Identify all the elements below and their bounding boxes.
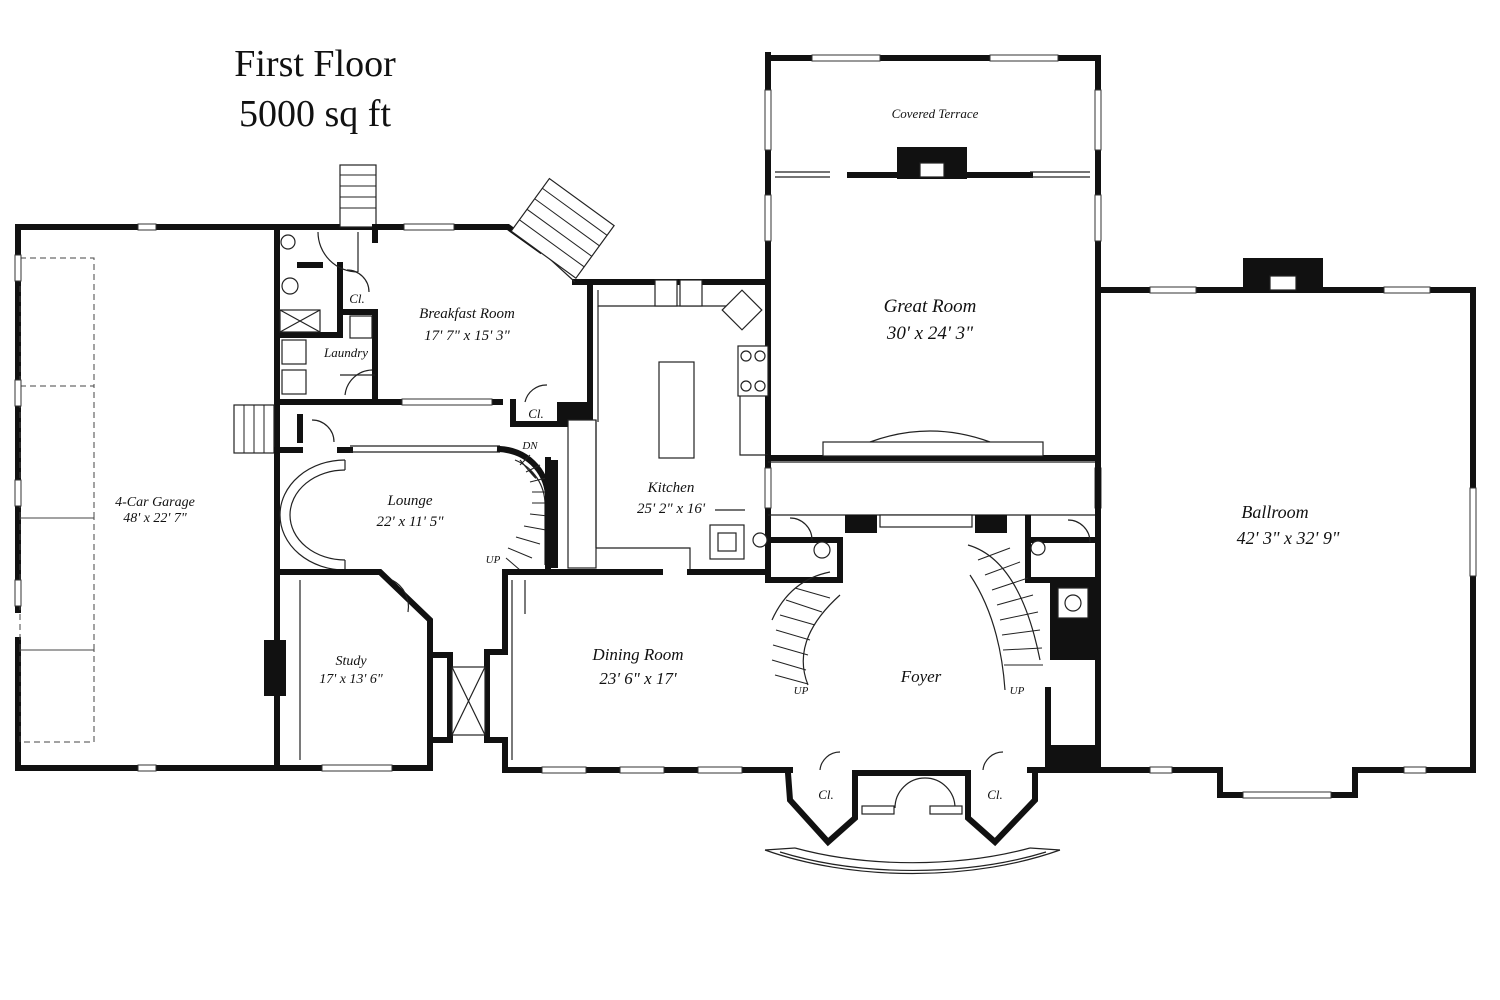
dining-name: Dining Room [591,645,683,664]
study-size: 17' x 13' 6" [319,672,383,687]
dining-room [502,569,771,774]
floor-title: First Floor [234,43,396,85]
dining-size: 23' 6" x 17' [599,669,677,688]
great-room-name: Great Room [884,296,977,317]
foyer-stair-up-left: UP [794,685,809,697]
lounge-size: 22' x 11' 5" [376,514,444,530]
study-name: Study [335,654,367,669]
kitchen-name: Kitchen [647,480,695,496]
garage-name: 4-Car Garage [115,495,195,510]
foyer-closet-right-label: Cl. [987,787,1003,802]
breakfast-room [372,177,771,427]
covered-terrace [764,54,1102,293]
side-entry [427,649,508,743]
great-room [764,194,1102,463]
breakfast-closet-label: Cl. [528,406,544,421]
great-room-size: 30' x 24' 3" [886,323,974,344]
foyer-name: Foyer [900,667,942,686]
laundry-block [274,224,403,405]
lounge-stair-up: UP [486,554,501,566]
rear-steps [233,164,377,454]
ballroom-name: Ballroom [1241,502,1308,522]
foyer-stair-up-right: UP [1010,685,1025,697]
breakfast-name: Breakfast Room [419,306,515,322]
ballroom [1095,258,1477,799]
laundry-label: Laundry [323,345,368,360]
floor-area: 5000 sq ft [239,93,391,135]
garage-size: 48' x 22' 7" [123,511,187,526]
laundry-closet-label: Cl. [349,291,365,306]
kitchen-size: 25' 2" x 16' [637,501,706,517]
lounge-name: Lounge [387,493,433,509]
lounge-stair-down: DN [521,440,538,452]
ballroom-size: 42' 3" x 32' 9" [1237,528,1340,548]
breakfast-size: 17' 7" x 15' 3" [424,328,510,344]
foyer-closet-left-label: Cl. [818,787,834,802]
terrace-name: Covered Terrace [892,106,979,121]
study [264,569,433,772]
